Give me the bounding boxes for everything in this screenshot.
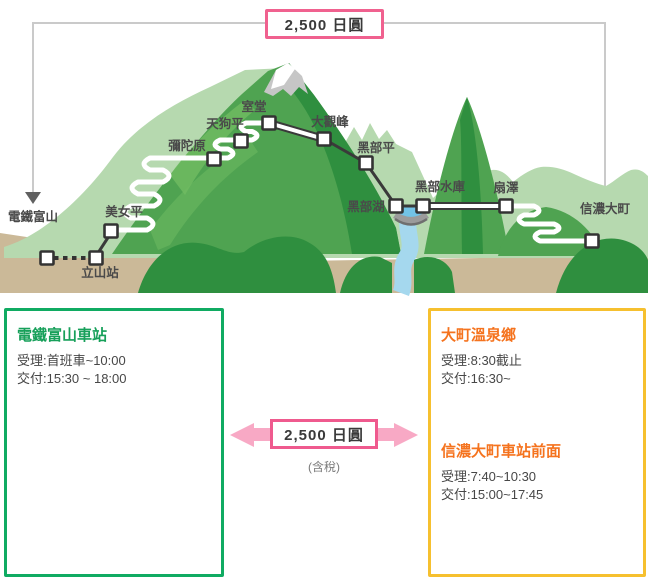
river-bank-hill-left xyxy=(340,256,392,293)
pickup-left-title: 電鐵富山車站 xyxy=(17,327,108,344)
station-marker-tengudaira xyxy=(233,133,249,149)
pickup-right-station-delivery-hours: 交付:15:00~17:45 xyxy=(441,487,544,503)
second-peak-shadow xyxy=(460,97,483,254)
switchback-road-left xyxy=(109,120,272,233)
station-marker-midagahara xyxy=(206,151,222,167)
station-marker-tateyama xyxy=(88,250,104,266)
station-marker-kurobe-dam xyxy=(415,198,431,214)
station-label-daikanbo: 大觀峰 xyxy=(311,114,349,129)
price-arrow-right-icon xyxy=(394,423,418,447)
river-bank-hill-right xyxy=(414,257,455,293)
river xyxy=(392,211,419,297)
route-map-illustration: 電鐵富山 立山站 美女平 彌陀原 天狗平 室堂 大觀峰 黑部平 黑部湖 黑部水庫… xyxy=(0,22,648,297)
main-mountain-shadow xyxy=(283,63,401,254)
station-marker-murodo xyxy=(261,115,277,131)
pickup-right-station-accept-hours: 受理:7:40~10:30 xyxy=(441,468,537,484)
station-marker-kurobeko xyxy=(388,198,404,214)
mountain-highlight xyxy=(170,100,255,195)
station-markers xyxy=(39,115,600,266)
station-marker-dentetsu-toyama xyxy=(39,250,55,266)
pickup-right-title-onsen: 大町溫泉鄉 xyxy=(441,327,517,344)
mid-price-badge: 2,500 日圓 xyxy=(270,419,378,449)
pickup-right-title-station: 信濃大町車站前面 xyxy=(441,442,562,460)
down-arrow-icon-left xyxy=(25,192,41,204)
station-marker-daikanbo xyxy=(316,131,332,147)
station-label-murodo: 室堂 xyxy=(241,99,266,114)
station-marker-bijodaira xyxy=(103,223,119,239)
station-label-bijodaira: 美女平 xyxy=(105,204,143,219)
terminal-label-shinano-omachi: 信濃大町 xyxy=(580,201,631,216)
tunnel-murodo-daikanbo xyxy=(267,119,326,143)
tax-note: (含稅) xyxy=(308,460,340,474)
snow-cap-highlight xyxy=(271,63,295,89)
station-marker-kurobedaira xyxy=(358,155,374,171)
switchback-road-right xyxy=(505,203,591,244)
terminal-label-dentetsu-toyama: 電鐵富山 xyxy=(8,209,58,224)
pickup-left-accept-hours: 受理:首班車~10:00 xyxy=(17,353,126,368)
station-marker-ogizawa xyxy=(498,198,514,214)
station-label-kurobedaira: 黑部平 xyxy=(357,140,395,155)
pickup-box-omachi: 大町溫泉鄉 受理:8:30截止 交付:16:30~ 信濃大町車站前面 受理:7:… xyxy=(428,308,646,577)
pickup-left-delivery-hours: 交付:15:30 ~ 18:00 xyxy=(17,371,127,387)
station-label-kurobe-dam: 黑部水庫 xyxy=(415,179,466,194)
station-marker-shinano-omachi xyxy=(584,233,600,249)
pickup-right-onsen-delivery-hours: 交付:16:30~ xyxy=(441,371,511,387)
dam-wall-edge xyxy=(394,217,428,226)
station-label-midagahara: 彌陀原 xyxy=(168,138,206,153)
station-label-ogizawa: 扇澤 xyxy=(493,180,519,195)
pickup-box-dentetsu-toyama: 電鐵富山車站 受理:首班車~10:00 交付:15:30 ~ 18:00 xyxy=(4,308,224,577)
station-label-tateyama: 立山站 xyxy=(81,265,119,280)
far-right-hill xyxy=(556,238,648,293)
mountain-highlight-2 xyxy=(150,140,258,250)
top-price-badge: 2,500 日圓 xyxy=(265,9,384,39)
station-label-kurobeko: 黑部湖 xyxy=(347,199,385,214)
station-label-tengudaira: 天狗平 xyxy=(206,116,244,131)
foreground-hills-left xyxy=(138,236,336,293)
dam-wall xyxy=(393,212,429,224)
pickup-right-onsen-accept-hours: 受理:8:30截止 xyxy=(441,353,522,368)
price-arrow-left-icon xyxy=(230,423,254,447)
